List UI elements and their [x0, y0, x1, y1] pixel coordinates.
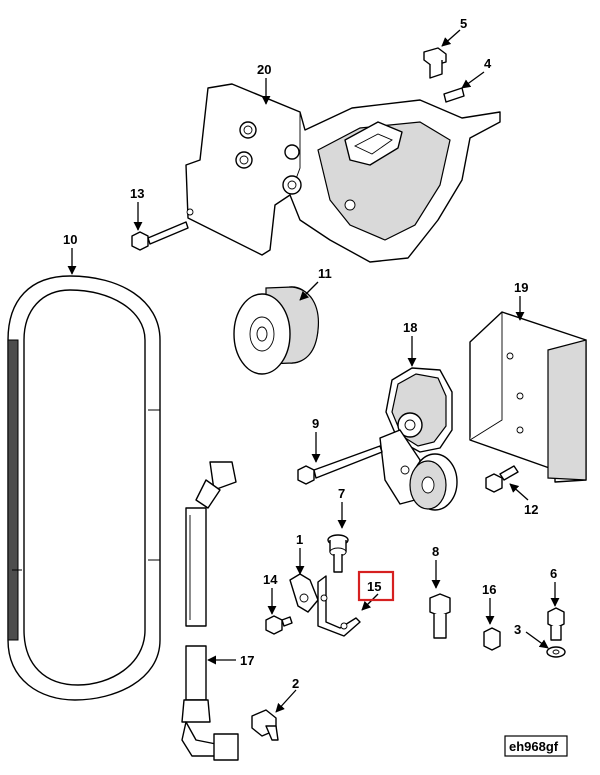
bolt-7-part — [327, 534, 349, 573]
bolt-8-part — [429, 593, 451, 639]
bolt-6-part — [547, 607, 565, 641]
callout-8: 8 — [432, 544, 439, 559]
callout-4: 4 — [484, 56, 492, 71]
belt-tensioner-part — [379, 367, 458, 511]
idler-pulley-part — [233, 286, 319, 375]
callout-5: 5 — [460, 16, 467, 31]
callout-2: 2 — [292, 676, 299, 691]
callout-19: 19 — [514, 280, 528, 295]
callout-9: 9 — [312, 416, 319, 431]
callout-1: 1 — [296, 532, 303, 547]
leader-lines — [67, 29, 560, 713]
callout-12: 12 — [524, 502, 538, 517]
bolt-5-part — [423, 47, 447, 79]
callout-10: 10 — [63, 232, 77, 247]
callout-18: 18 — [403, 320, 417, 335]
drive-belt-part — [7, 275, 161, 701]
spacer-block-part — [469, 311, 587, 483]
figure-reference-label: eh968gf — [509, 739, 559, 754]
callout-15: 15 — [367, 579, 381, 594]
bolt-9-part — [297, 445, 383, 485]
figure-reference-box — [504, 735, 568, 757]
callout-16: 16 — [482, 582, 496, 597]
mounting-bracket-part — [185, 83, 501, 263]
nut-16-part — [483, 627, 501, 651]
dowel-pin-4-part — [443, 87, 465, 103]
washer-3-part — [546, 646, 566, 658]
hose-assembly-part — [181, 461, 239, 761]
callout-20: 20 — [257, 62, 271, 77]
callout-13: 13 — [130, 186, 144, 201]
bolt-14-part — [265, 615, 293, 635]
fitting-2-part — [251, 709, 279, 741]
callout-17: 17 — [240, 653, 254, 668]
callout-labels: 5 4 20 13 10 11 18 19 9 12 7 1 15 14 8 1… — [63, 16, 557, 691]
callout-7: 7 — [338, 486, 345, 501]
bolt-13-part — [131, 221, 189, 251]
bracket-15-part — [317, 575, 361, 637]
highlight-box-15 — [357, 570, 395, 602]
clamp-1-part — [289, 573, 319, 613]
figure-reference: eh968gf — [504, 735, 568, 757]
bolt-12-part — [485, 465, 519, 493]
callout-6: 6 — [550, 566, 557, 581]
callout-14: 14 — [263, 572, 278, 587]
callout-3: 3 — [514, 622, 521, 637]
callout-11: 11 — [318, 266, 332, 281]
